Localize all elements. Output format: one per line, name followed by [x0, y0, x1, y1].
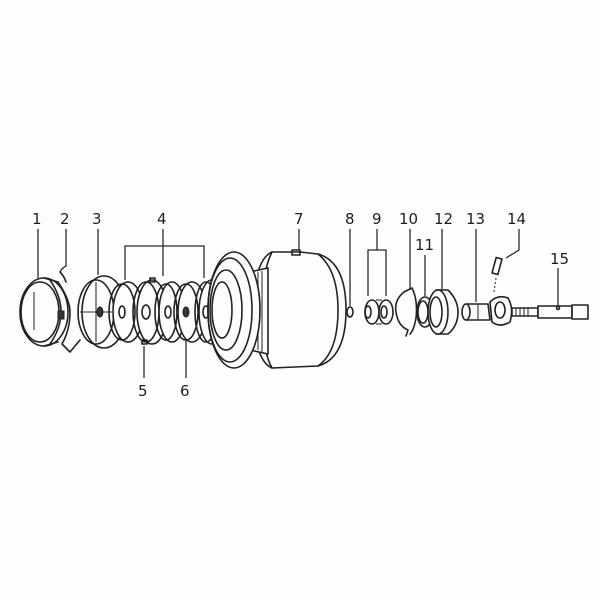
callout-4: 4	[157, 210, 167, 228]
leader-lines	[37, 229, 559, 378]
callout-12: 12	[434, 210, 453, 228]
callout-14: 14	[507, 210, 526, 228]
callout-13: 13	[466, 210, 485, 228]
callout-15: 15	[550, 250, 569, 268]
callout-3: 3	[92, 210, 102, 228]
callout-11: 11	[415, 236, 434, 254]
callout-labels: 1 2 3 4 5 6 7 8 9 10 11 12 13 14 15	[32, 210, 569, 400]
part-7-main-housing	[207, 249, 347, 369]
callout-2: 2	[60, 210, 70, 228]
part-14-pin	[491, 256, 503, 293]
callout-9: 9	[372, 210, 382, 228]
callout-8: 8	[345, 210, 355, 228]
callout-5: 5	[138, 382, 148, 400]
part-3-slotted-disc	[77, 275, 127, 349]
part-6-washer-disc	[173, 281, 207, 343]
callout-1: 1	[32, 210, 42, 228]
part-10-spring-clip	[394, 287, 418, 337]
part-2-clip-spring	[57, 271, 81, 353]
callout-7: 7	[294, 210, 304, 228]
part-13-hex-coupling	[461, 295, 513, 326]
callout-10: 10	[399, 210, 418, 228]
part-8-small-ring	[346, 306, 354, 318]
part-15-spindle	[511, 304, 589, 320]
callout-6: 6	[180, 382, 190, 400]
part-12-collar-nut	[427, 289, 459, 335]
part-9-bushings	[364, 299, 394, 325]
